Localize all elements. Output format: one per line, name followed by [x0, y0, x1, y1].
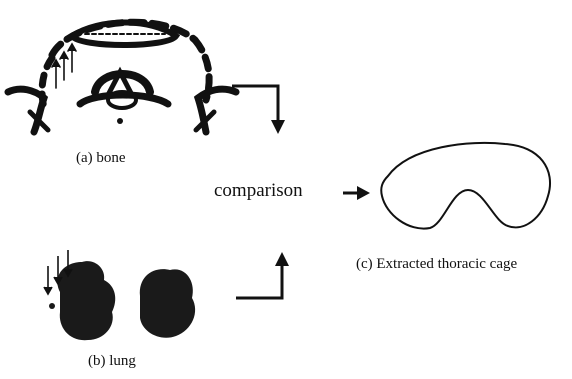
bone-caption: (a) bone [76, 150, 126, 167]
lung-to-comparison-arrow [236, 252, 289, 298]
lung-ct-slice-icon [44, 250, 195, 340]
cage-caption: (c) Extracted thoracic cage [356, 256, 517, 273]
thoracic-cage-outline-icon [381, 143, 550, 229]
comparison-to-cage-arrow [343, 186, 370, 200]
bone-to-comparison-arrow [232, 86, 285, 134]
lung-caption: (b) lung [88, 353, 136, 370]
comparison-label: comparison [214, 180, 303, 202]
bone-ct-slice-icon [8, 22, 236, 132]
